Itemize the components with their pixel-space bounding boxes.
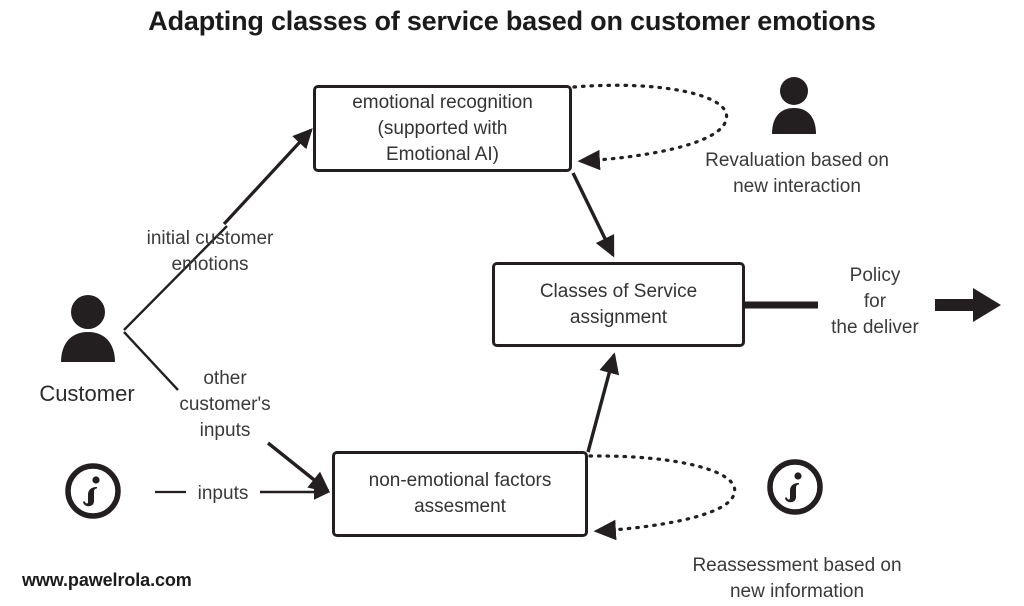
- label-customer: Customer: [39, 381, 135, 406]
- label-revaluation-based-on-new-interaction: Revaluation based on new interaction: [705, 150, 889, 197]
- box-classes-of-service[interactable]: Classes of Service assignment: [492, 262, 745, 347]
- label-initial-customer-emotions: initial customer emotions: [146, 228, 274, 275]
- connector-emotional-recognition-to-classes: [571, 172, 615, 258]
- label-inputs: inputs: [190, 481, 256, 507]
- box-non-emotional-factors-label: non-emotional factors assesment: [368, 470, 552, 517]
- label-other-customers-inputs: other customer's inputs: [179, 368, 271, 441]
- output-bold-right-arrow-icon: [935, 286, 1003, 324]
- revaluation-person-icon: [768, 76, 820, 134]
- box-classes-of-service-label: Classes of Service assignment: [539, 280, 698, 328]
- box-emotional-recognition-label: emotional recognition (supported with Em…: [352, 91, 533, 165]
- connector-reassessment-feedback-loop: [588, 454, 737, 541]
- box-non-emotional-factors[interactable]: non-emotional factors assesment: [332, 451, 588, 537]
- customer-person-icon: [56, 294, 120, 362]
- footer-website-url: www.pawelrola.com: [22, 570, 192, 590]
- page-title: Adapting classes of service based on cus…: [148, 6, 876, 36]
- info-icon-left: [64, 462, 122, 520]
- info-icon-right: [766, 458, 824, 516]
- label-policy-for-the-deliver: Policy for the deliver: [831, 265, 919, 338]
- label-reassessment-based-on-new-information: Reassessment based on new information: [692, 555, 902, 602]
- connector-non-emotional-to-classes: [586, 352, 620, 453]
- box-emotional-recognition[interactable]: emotional recognition (supported with Em…: [313, 85, 572, 172]
